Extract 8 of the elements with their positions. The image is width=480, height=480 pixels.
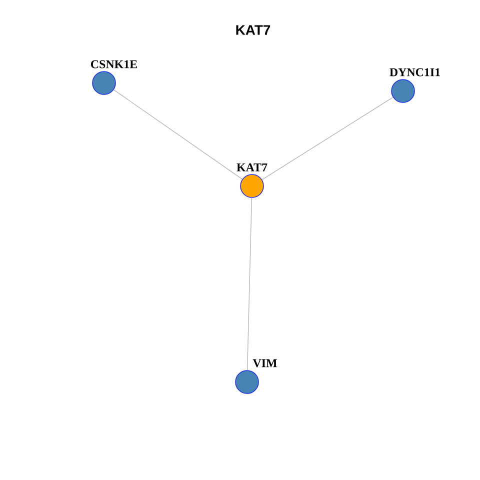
connector-line bbox=[113, 89, 243, 180]
node-label: DYNC1I1 bbox=[390, 68, 440, 76]
node-label: KAT7 bbox=[236, 163, 268, 172]
connector-line bbox=[262, 96, 394, 180]
chart-title: KAT7 bbox=[236, 25, 270, 35]
node-label: CSNK1E bbox=[91, 60, 137, 68]
node-label: VIM bbox=[252, 359, 277, 368]
connector-line bbox=[246, 198, 252, 370]
